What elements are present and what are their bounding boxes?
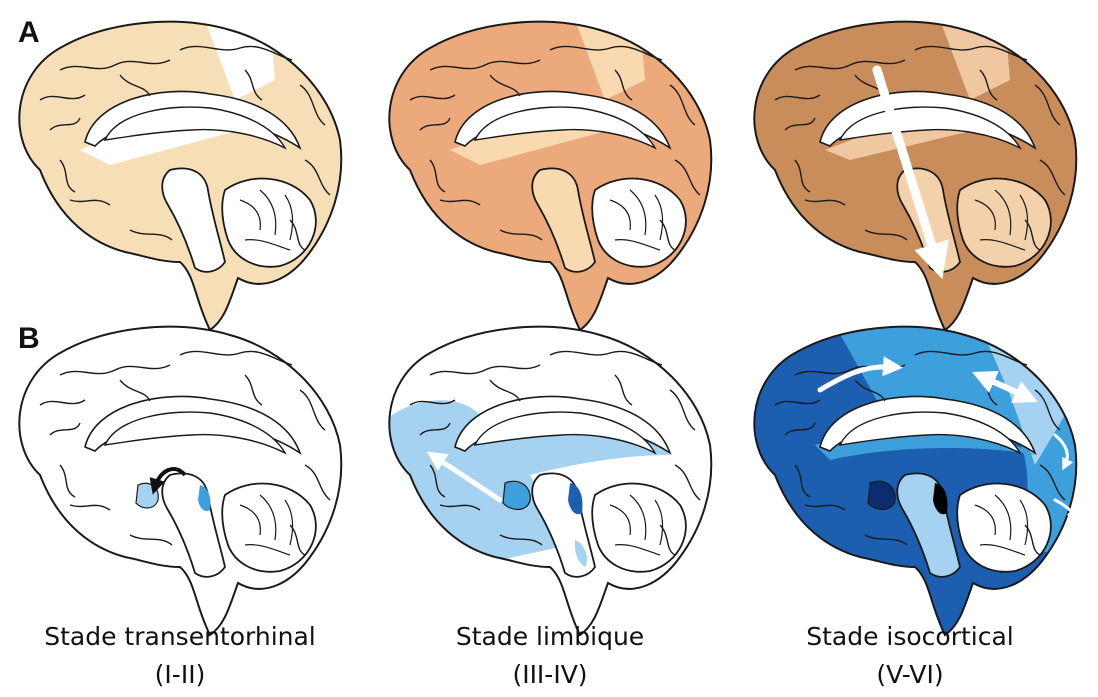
stage-title: Stade isocortical xyxy=(730,618,1090,656)
brain-a-stage3 xyxy=(754,20,1076,330)
brain-b-stage2 xyxy=(380,327,711,635)
brain-a-stage2 xyxy=(389,20,711,330)
stage-title: Stade limbique xyxy=(370,618,730,656)
caption-stage-1: Stade transentorhinal (I-II) xyxy=(0,618,360,694)
brain-b-stage1 xyxy=(19,327,341,635)
row-label-b: B xyxy=(18,322,40,355)
stage-range: (III-IV) xyxy=(370,656,730,694)
caption-stage-2: Stade limbique (III-IV) xyxy=(370,618,730,694)
brain-a-stage1 xyxy=(19,20,341,330)
transentorhinal-region xyxy=(136,483,158,508)
stage-title: Stade transentorhinal xyxy=(0,618,360,656)
stage-range: (V-VI) xyxy=(730,656,1090,694)
brain-b-stage3 xyxy=(754,325,1085,635)
row-label-a: A xyxy=(18,16,40,49)
stage-range: (I-II) xyxy=(0,656,360,694)
caption-stage-3: Stade isocortical (V-VI) xyxy=(730,618,1090,694)
